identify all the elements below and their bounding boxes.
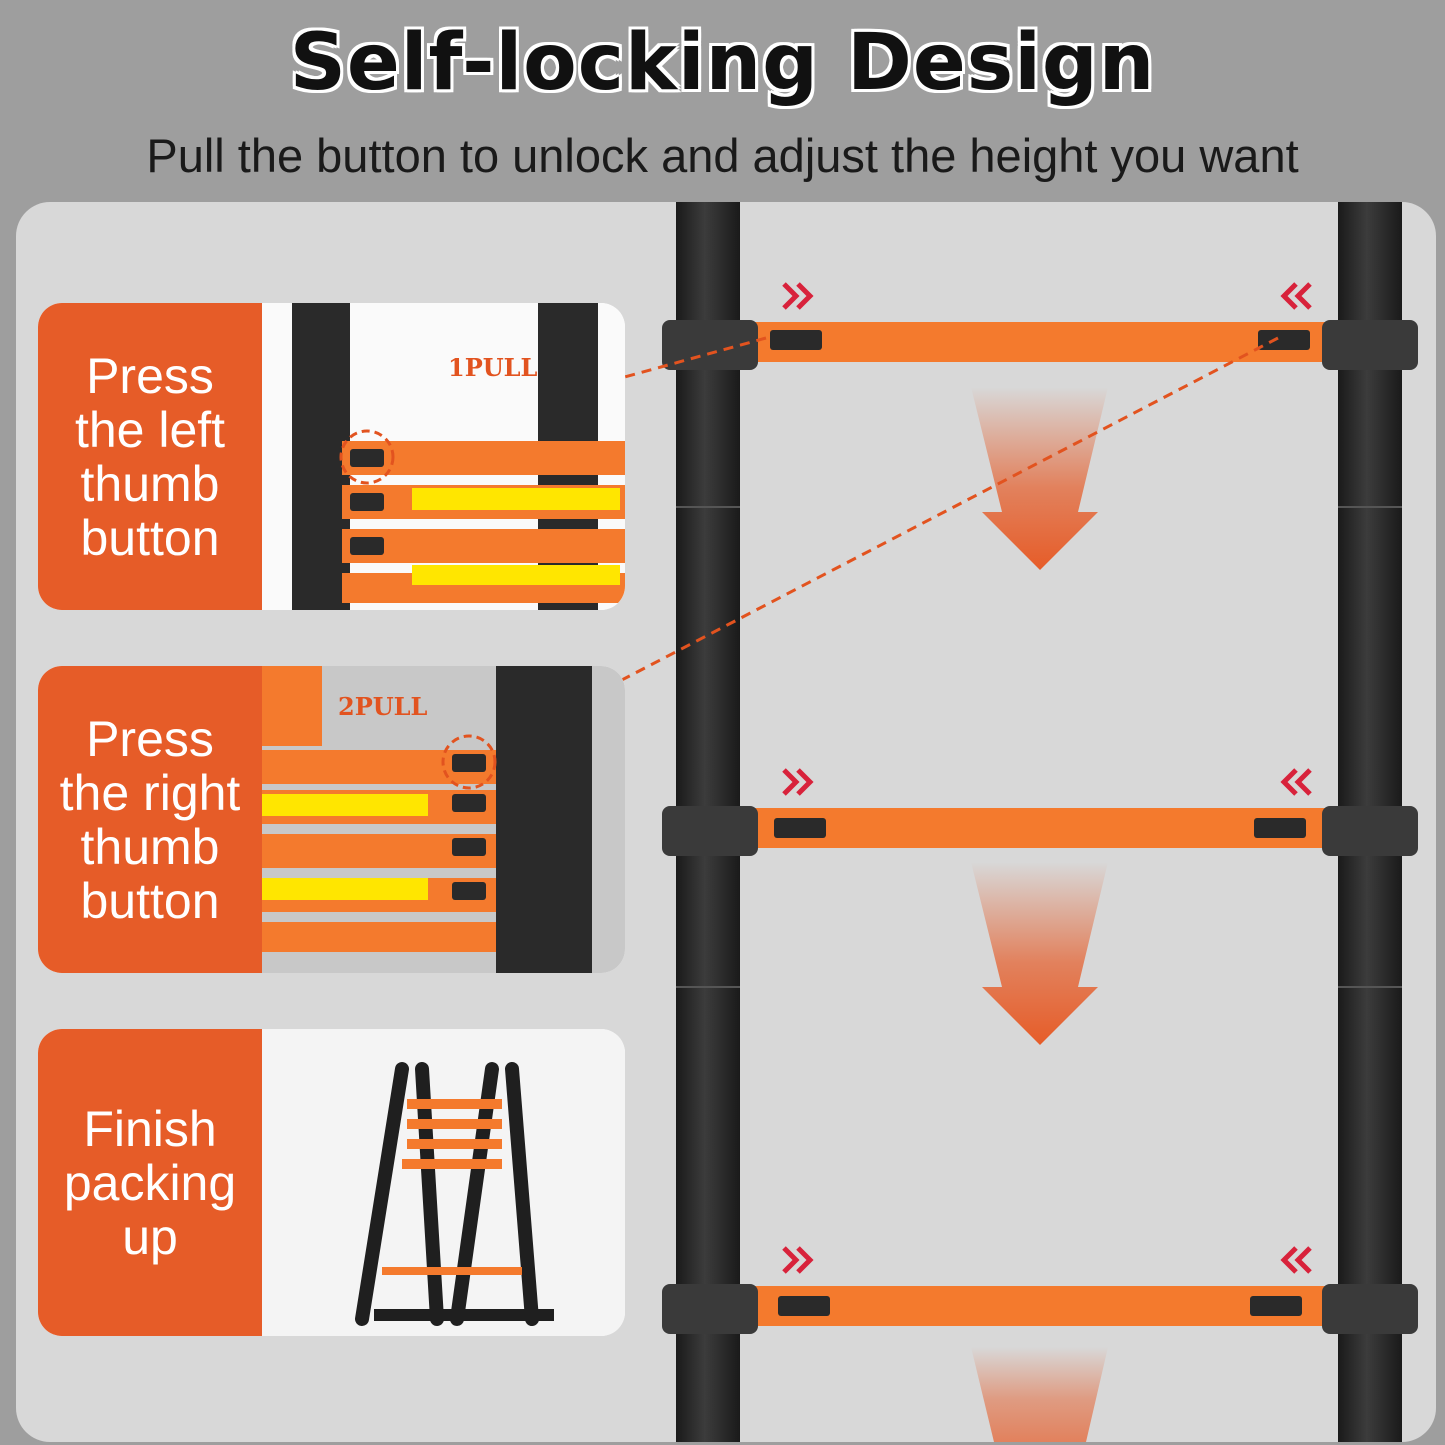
pull-label: 2PULL bbox=[338, 692, 428, 721]
pull-label: 1PULL bbox=[448, 353, 538, 382]
rung-3 bbox=[662, 1284, 1418, 1334]
step-card-2: Press the right thumb button 2PULL bbox=[38, 666, 625, 973]
down-arrow-icon bbox=[971, 1347, 1108, 1442]
down-arrow-icon bbox=[971, 862, 1108, 1045]
step-card-3: Finish packing up bbox=[38, 1029, 625, 1336]
a-frame-ladder-photo bbox=[262, 1029, 625, 1336]
step-label: Press the right thumb button bbox=[38, 666, 262, 973]
rung-2 bbox=[662, 806, 1418, 856]
step-card-1: Press the left thumb button 1PULL bbox=[38, 303, 625, 610]
step-label: Press the left thumb button bbox=[38, 303, 262, 610]
ladder-illustration bbox=[359, 202, 1418, 1442]
step-label: Finish packing up bbox=[38, 1029, 262, 1336]
ladder-closeup-photo bbox=[262, 303, 625, 610]
chevron-icons bbox=[782, 282, 1312, 1274]
down-arrow-icon bbox=[971, 387, 1108, 570]
rung-1 bbox=[662, 320, 1418, 370]
page-subtitle: Pull the button to unlock and adjust the… bbox=[146, 129, 1299, 182]
page-title: Self-locking Design bbox=[289, 18, 1156, 108]
ladder-closeup-photo bbox=[262, 666, 625, 973]
